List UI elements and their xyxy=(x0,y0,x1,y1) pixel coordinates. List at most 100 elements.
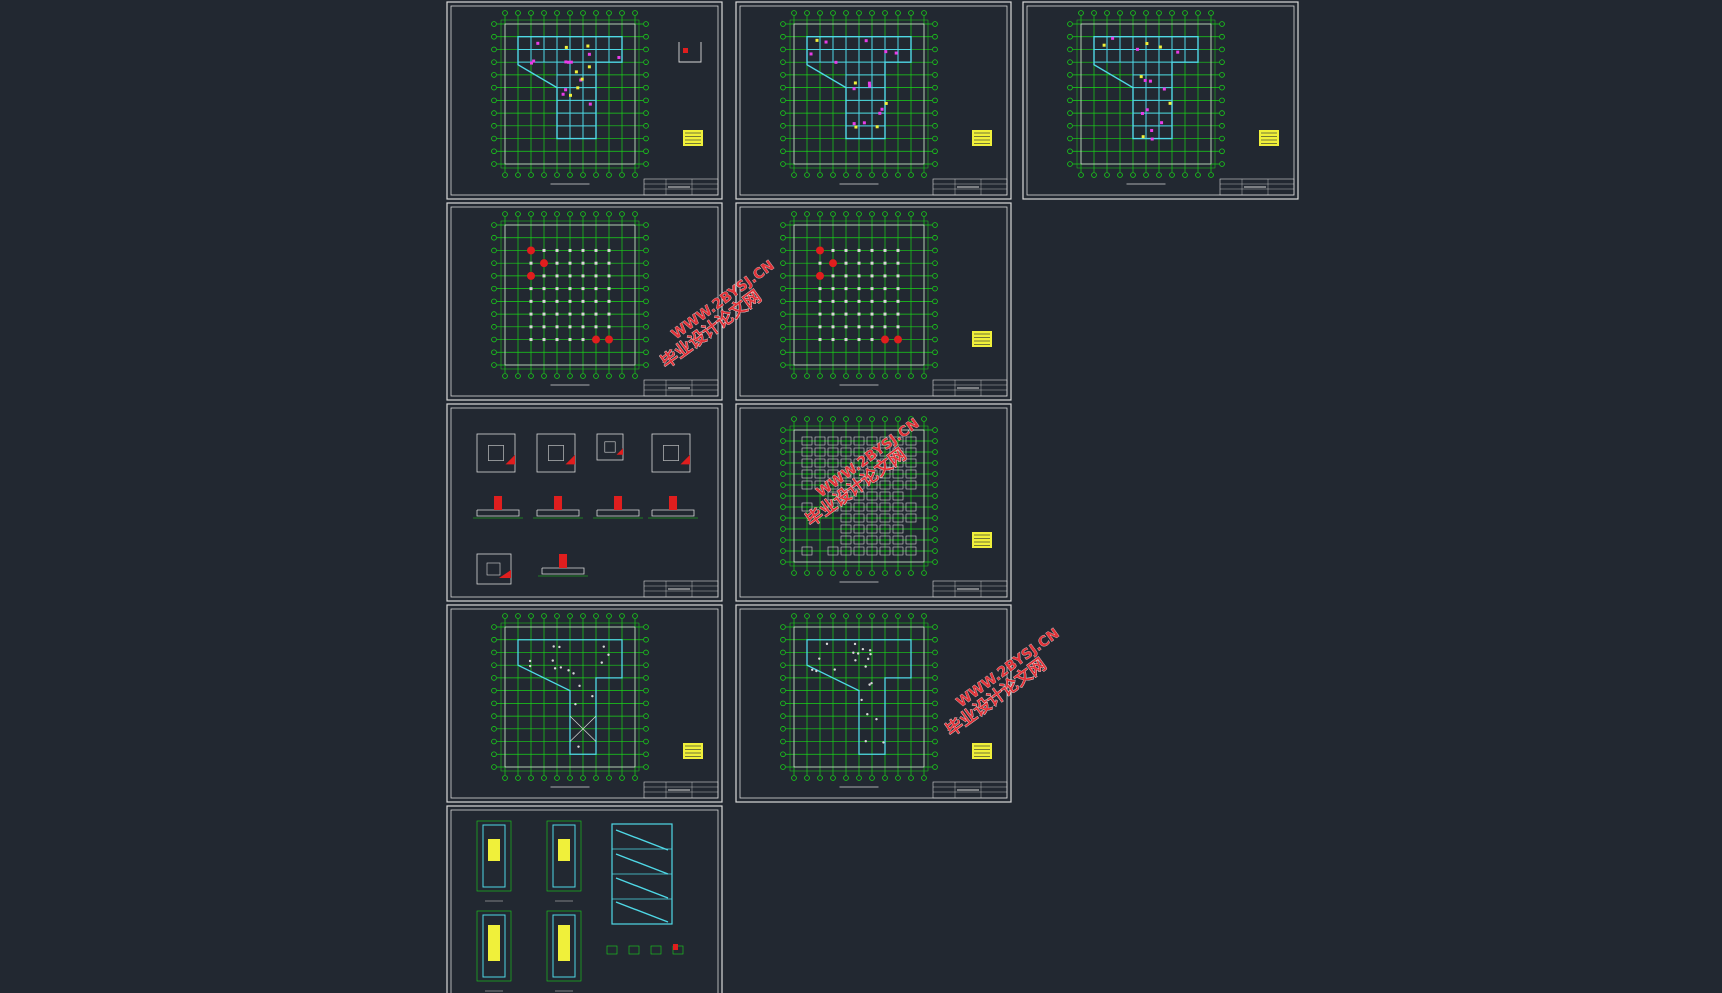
drawing-sheet-s3[interactable] xyxy=(1022,1,1299,200)
column-marker xyxy=(831,325,835,329)
footing-outline xyxy=(827,546,839,556)
footing-outline xyxy=(801,458,813,468)
footing-outline xyxy=(866,491,878,501)
footing-outline xyxy=(827,491,839,501)
footing-outline xyxy=(905,458,917,468)
column-marker xyxy=(607,274,611,278)
footing-outline xyxy=(879,524,891,534)
legend-note xyxy=(1259,130,1279,146)
axis-bubble xyxy=(804,172,810,178)
drawing-sheet-s4[interactable] xyxy=(446,202,723,401)
axis-bubble xyxy=(817,613,823,619)
footing-outline xyxy=(814,458,826,468)
footing-plan xyxy=(596,433,624,461)
axis-bubble xyxy=(643,33,649,40)
column-marker xyxy=(831,274,835,278)
beam-tag xyxy=(564,60,568,64)
stair-flight xyxy=(488,839,500,861)
beam-tag xyxy=(1168,101,1172,105)
footing-outline xyxy=(866,469,878,479)
beam-tag xyxy=(875,125,879,129)
stair-detail-small xyxy=(606,945,618,955)
axis-bubble xyxy=(643,675,649,681)
column-marker xyxy=(818,312,822,316)
axis-bubble xyxy=(780,222,786,228)
footing-outline xyxy=(840,458,852,468)
drawing-sheet-s6[interactable] xyxy=(446,403,723,602)
axis-bubble xyxy=(830,416,836,422)
footing-outline xyxy=(892,535,904,545)
axis-bubble xyxy=(780,260,786,266)
axis-bubble xyxy=(932,559,938,565)
axis-bubble xyxy=(502,373,508,379)
drawing-sheet-s7[interactable] xyxy=(735,403,1012,602)
beam-tag xyxy=(1140,111,1144,115)
beam-tag xyxy=(1145,42,1149,46)
axis-bubble xyxy=(895,613,901,619)
footing-outline xyxy=(853,513,865,523)
axis-bubble xyxy=(567,172,573,178)
rebar-mark xyxy=(852,651,855,654)
axis-bubble xyxy=(932,675,938,681)
axis-bubble xyxy=(502,172,508,178)
axis-bubble xyxy=(932,687,938,694)
axis-bubble xyxy=(908,775,914,781)
drawing-sheet-s2[interactable] xyxy=(735,1,1012,200)
drawing-sheet-s8[interactable] xyxy=(446,604,723,803)
rebar-mark xyxy=(815,669,818,673)
axis-bubble xyxy=(515,775,521,781)
footing-outline xyxy=(866,436,878,446)
column-marker xyxy=(581,338,585,342)
axis-bubble xyxy=(780,493,786,499)
column-marker xyxy=(831,299,835,303)
column-marker xyxy=(896,274,900,278)
footing-outline xyxy=(905,447,917,457)
sheet-border xyxy=(735,1,1012,200)
column-marker xyxy=(542,312,546,316)
axis-bubble xyxy=(1104,10,1110,16)
axis-bubble xyxy=(780,161,786,167)
axis-bubble xyxy=(932,493,938,499)
axis-bubble xyxy=(780,662,786,668)
axis-bubble xyxy=(491,110,497,116)
axis-bubble xyxy=(780,751,786,758)
axis-bubble xyxy=(1169,172,1175,178)
rebar-mark xyxy=(574,702,577,706)
axis-bubble xyxy=(554,10,560,16)
beam-tag xyxy=(587,52,591,56)
column-marker xyxy=(607,299,611,303)
beam-section-detail xyxy=(678,42,702,63)
column-marker xyxy=(896,287,900,291)
footing-outline xyxy=(892,436,904,446)
axis-bubble xyxy=(491,362,497,368)
beam-tag xyxy=(1139,75,1143,79)
drawing-sheet-s9[interactable] xyxy=(735,604,1012,803)
axis-bubble xyxy=(1067,21,1073,27)
axis-bubble xyxy=(830,613,836,619)
column-marker xyxy=(831,287,835,291)
axis-bubble xyxy=(932,764,938,770)
column-marker xyxy=(529,299,533,303)
axis-bubble xyxy=(780,298,786,305)
drawing-sheet-s5[interactable] xyxy=(735,202,1012,401)
drawing-sheet-s1[interactable] xyxy=(446,1,723,200)
axis-bubble xyxy=(843,373,849,379)
axis-bubble xyxy=(643,700,649,707)
sheet-inner-border xyxy=(739,608,1008,799)
drawing-sheet-s10[interactable] xyxy=(446,805,723,993)
axis-bubble xyxy=(1067,110,1073,116)
axis-bubble xyxy=(491,260,497,266)
axis-bubble xyxy=(491,97,497,104)
axis-bubble xyxy=(632,211,638,217)
beam-tag xyxy=(854,125,858,129)
column-marker xyxy=(857,312,861,316)
beam-tag xyxy=(561,92,565,96)
column-marker xyxy=(818,261,822,265)
footing-outline xyxy=(801,502,813,512)
rebar-mark xyxy=(868,649,872,652)
beam-tag xyxy=(809,52,813,56)
beam-tag xyxy=(867,81,871,85)
axis-bubble xyxy=(643,636,649,643)
axis-bubble xyxy=(619,613,625,619)
